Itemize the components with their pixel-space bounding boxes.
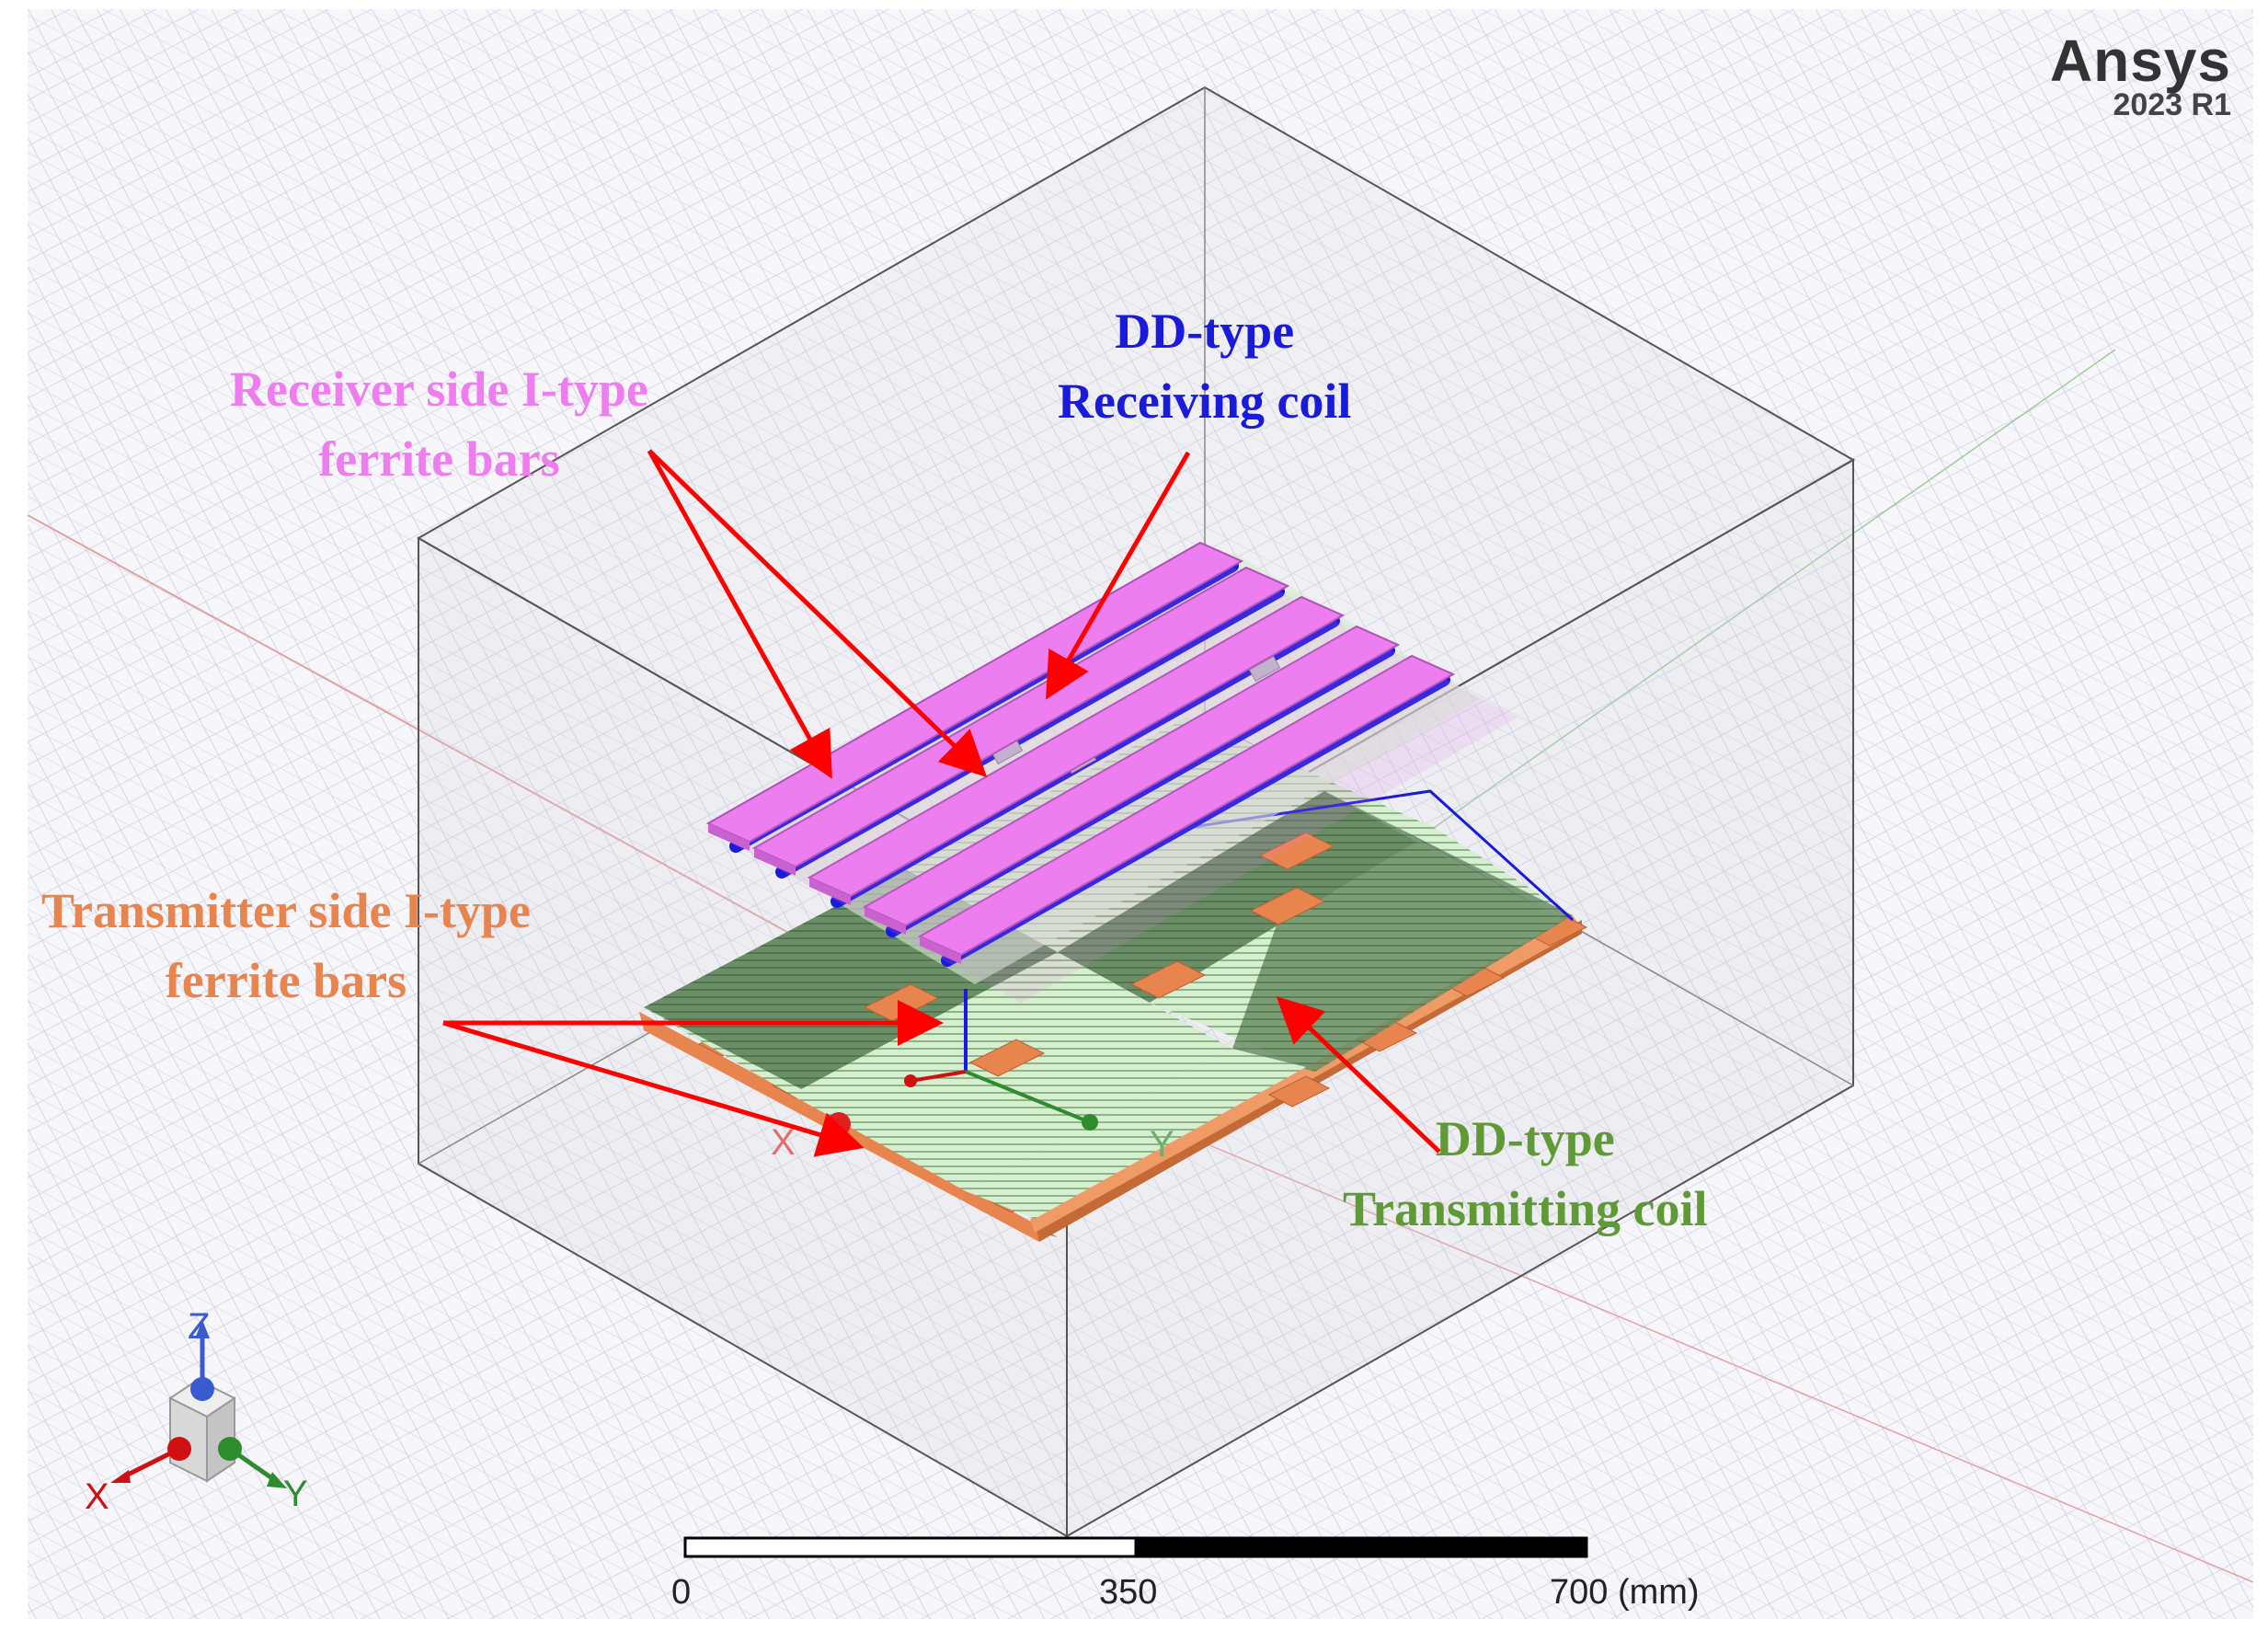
scale-label-700: 700 (mm) bbox=[1550, 1573, 1700, 1612]
scale-label-350: 350 bbox=[1099, 1573, 1158, 1612]
label-receiver-ferrite: Receiver side I-type ferrite bars bbox=[230, 354, 648, 494]
scale-label-0: 0 bbox=[671, 1573, 692, 1612]
brand-version: 2023 R1 bbox=[2113, 87, 2231, 122]
label-receiving-coil: DD-type Receiving coil bbox=[1058, 296, 1351, 436]
scene-axis-y-label: Y bbox=[1150, 1124, 1174, 1165]
triad-x-label: X bbox=[85, 1476, 109, 1517]
label-receiver-ferrite-line2: ferrite bars bbox=[318, 431, 560, 487]
orientation-triad[interactable] bbox=[110, 1320, 287, 1488]
label-transmitter-ferrite-line2: ferrite bars bbox=[165, 953, 407, 1008]
annotation-arrows bbox=[442, 449, 1441, 1157]
label-receiver-ferrite-line1: Receiver side I-type bbox=[230, 362, 648, 417]
triad-y-label: Y bbox=[283, 1474, 308, 1514]
triad-z-label: Z bbox=[188, 1306, 211, 1347]
label-transmitter-ferrite-line1: Transmitter side I-type bbox=[41, 883, 531, 938]
label-transmitting-coil: DD-type Transmitting coil bbox=[1343, 1104, 1707, 1244]
scale-bar bbox=[683, 1536, 1588, 1558]
receiver-ferrite-bars[interactable] bbox=[704, 541, 1518, 1003]
label-transmitter-ferrite: Transmitter side I-type ferrite bars bbox=[41, 876, 531, 1016]
label-receiving-coil-line1: DD-type bbox=[1115, 304, 1295, 359]
label-transmitting-coil-line1: DD-type bbox=[1435, 1111, 1615, 1166]
scene-axis-x-label: X bbox=[771, 1122, 796, 1163]
label-receiving-coil-line2: Receiving coil bbox=[1058, 373, 1352, 429]
ansys-logo: Ansys 2023 R1 bbox=[2049, 28, 2231, 122]
label-transmitting-coil-line2: Transmitting coil bbox=[1343, 1181, 1708, 1236]
brand-name: Ansys bbox=[2049, 28, 2231, 94]
